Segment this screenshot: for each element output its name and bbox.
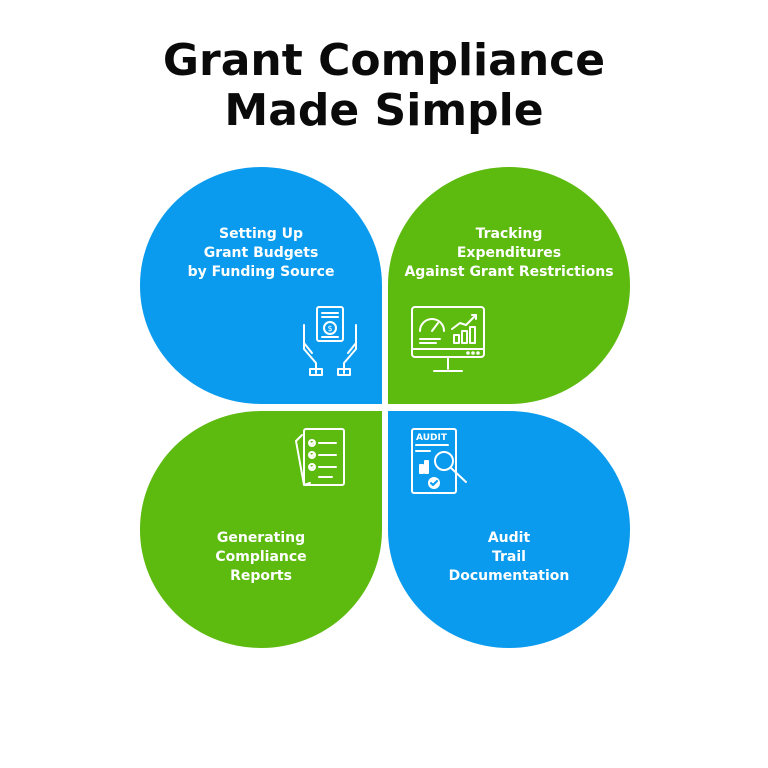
- hands-budget-icon: $: [303, 306, 357, 376]
- quadrant-reports-label: Generating Compliance Reports: [215, 530, 307, 584]
- quadrant-budgets-label: Setting Up Grant Budgets by Funding Sour…: [187, 226, 335, 280]
- quadrant-budgets: Setting Up Grant Budgets by Funding Sour…: [140, 167, 382, 404]
- quadrant-expenditures: Tracking Expenditures Against Grant Rest…: [388, 167, 630, 404]
- title-line-1: Grant Compliance: [162, 35, 606, 86]
- audit-magnifier-icon: AUDIT: [411, 428, 467, 494]
- quadrant-reports: Generating Compliance Reports: [140, 411, 382, 648]
- monitor-dashboard-icon: [411, 306, 485, 372]
- quadrant-audit-label: Audit Trail Documentation: [448, 530, 570, 584]
- audit-icon-text: AUDIT: [416, 433, 448, 443]
- svg-text:$: $: [327, 324, 332, 333]
- quadrant-audit: AUDIT Audit Trail Documentation: [388, 411, 630, 648]
- page-title: Grant Compliance Made Simple: [0, 36, 768, 136]
- checklist-report-icon: [295, 428, 345, 486]
- quadrant-expenditures-label: Tracking Expenditures Against Grant Rest…: [404, 226, 614, 280]
- title-line-2: Made Simple: [224, 85, 544, 136]
